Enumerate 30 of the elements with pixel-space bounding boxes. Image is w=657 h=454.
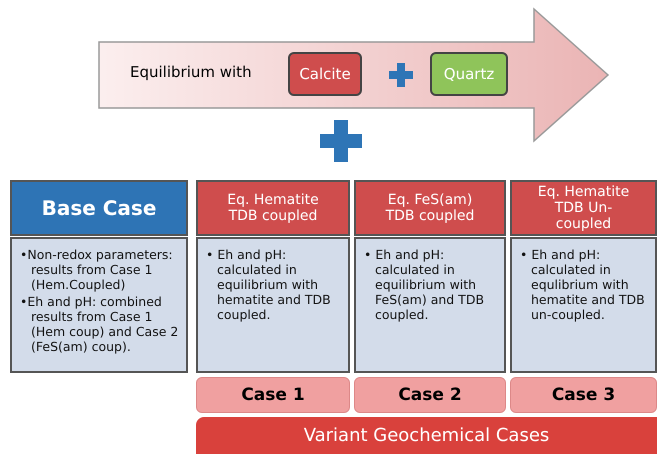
band-label: Variant Geochemical Cases	[304, 425, 550, 446]
mineral-label: Calcite	[299, 65, 351, 83]
bullet-text: •Eh and pH: combined results from Case 1 (Hem coup) and Case 2 (FeS(am) coup).	[20, 294, 180, 354]
case-label: Case 2	[398, 385, 462, 405]
case-header	[196, 180, 350, 236]
case-label: Case 3	[552, 385, 616, 405]
description-panel	[10, 237, 188, 373]
header-text: Base Case	[42, 196, 156, 220]
description-panel	[510, 237, 657, 373]
bullet-text: • Eh and pH: calculated in equlibrium with hematite and TDB un-coupled.	[520, 247, 646, 322]
case-header	[354, 180, 506, 236]
case-header	[510, 180, 657, 236]
case-tab	[354, 377, 506, 413]
base-case-header	[10, 180, 188, 236]
bullet-text: •Non-redox parameters: results from Case 1 (Hem.Coupled)	[20, 247, 174, 292]
case-tab	[196, 377, 350, 413]
description-panel	[354, 237, 506, 373]
arrow-text: Equilibrium with	[130, 63, 252, 81]
group-band	[196, 417, 657, 454]
bullet-text: • Eh and pH: calculated in equilibrium with hematite and TDB coupled.	[206, 247, 332, 322]
header-text: Eq. Hematite TDB Un-coupled	[536, 184, 630, 232]
mineral-box	[288, 52, 362, 96]
header-text: Eq. FeS(am) TDB coupled	[384, 192, 476, 224]
case-tab	[510, 377, 657, 413]
description-panel	[196, 237, 350, 373]
header-text: Eq. Hematite TDB coupled	[226, 192, 320, 224]
mineral-label: Quartz	[444, 65, 494, 83]
bullet-text: • Eh and pH: calculated in equilibrium with FeS(am) and TDB coupled.	[364, 247, 486, 322]
case-label: Case 1	[241, 385, 305, 405]
mineral-box	[430, 52, 508, 96]
